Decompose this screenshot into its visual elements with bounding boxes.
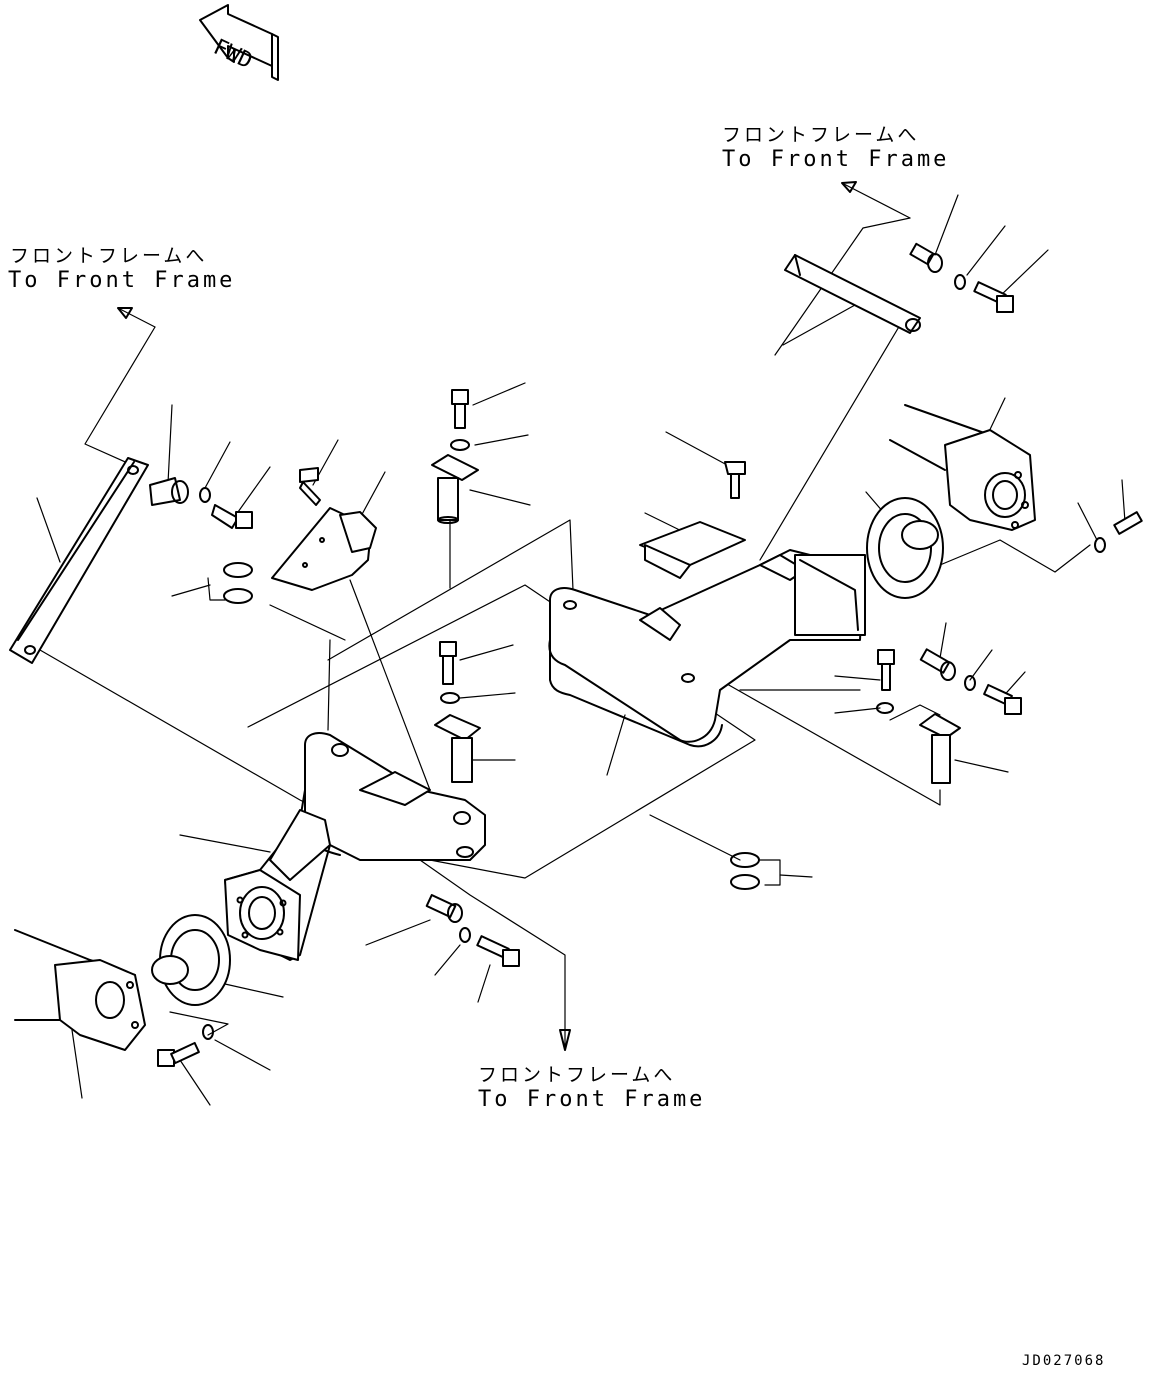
left-link-rod (9, 457, 149, 664)
callout-top-right-jp: フロントフレームへ (722, 124, 920, 146)
callout-bottom-jp: フロントフレームへ (478, 1064, 676, 1086)
right-link-rod (784, 254, 921, 334)
right-lower-bolt-bushing (876, 649, 961, 784)
callout-left-en: To Front Frame (8, 268, 236, 293)
left-stopper-block (271, 467, 377, 591)
right-flange-cap (866, 497, 944, 599)
left-flange-cap (151, 914, 231, 1067)
shim-washers-right (730, 852, 781, 890)
front-frame-arrow-icon (117, 181, 857, 1051)
left-shaft-housing (14, 929, 146, 1051)
callout-top-right-en: To Front Frame (722, 147, 950, 172)
leader-lines (39, 182, 1091, 1051)
top-bolt-bushing (431, 389, 479, 524)
fwd-arrow-icon: FWD (199, 4, 279, 81)
lower-bolt-bushing (434, 641, 481, 783)
left-lower-pins (425, 894, 520, 967)
callout-left-jp: フロントフレームへ (10, 245, 208, 267)
right-bolt-cluster-top (909, 242, 1014, 313)
left-bolt-cluster (149, 477, 253, 529)
drawing-code: JD027068 (1022, 1353, 1106, 1369)
upper-right-bracket (639, 461, 746, 579)
left-equalizer-frame (224, 732, 486, 961)
right-shaft-housing (889, 404, 1036, 531)
callout-bottom-en: To Front Frame (478, 1087, 706, 1112)
right-equalizer-frame (548, 549, 866, 748)
shim-washers-left (207, 562, 253, 604)
right-bolt-cluster-mid (919, 511, 1143, 715)
